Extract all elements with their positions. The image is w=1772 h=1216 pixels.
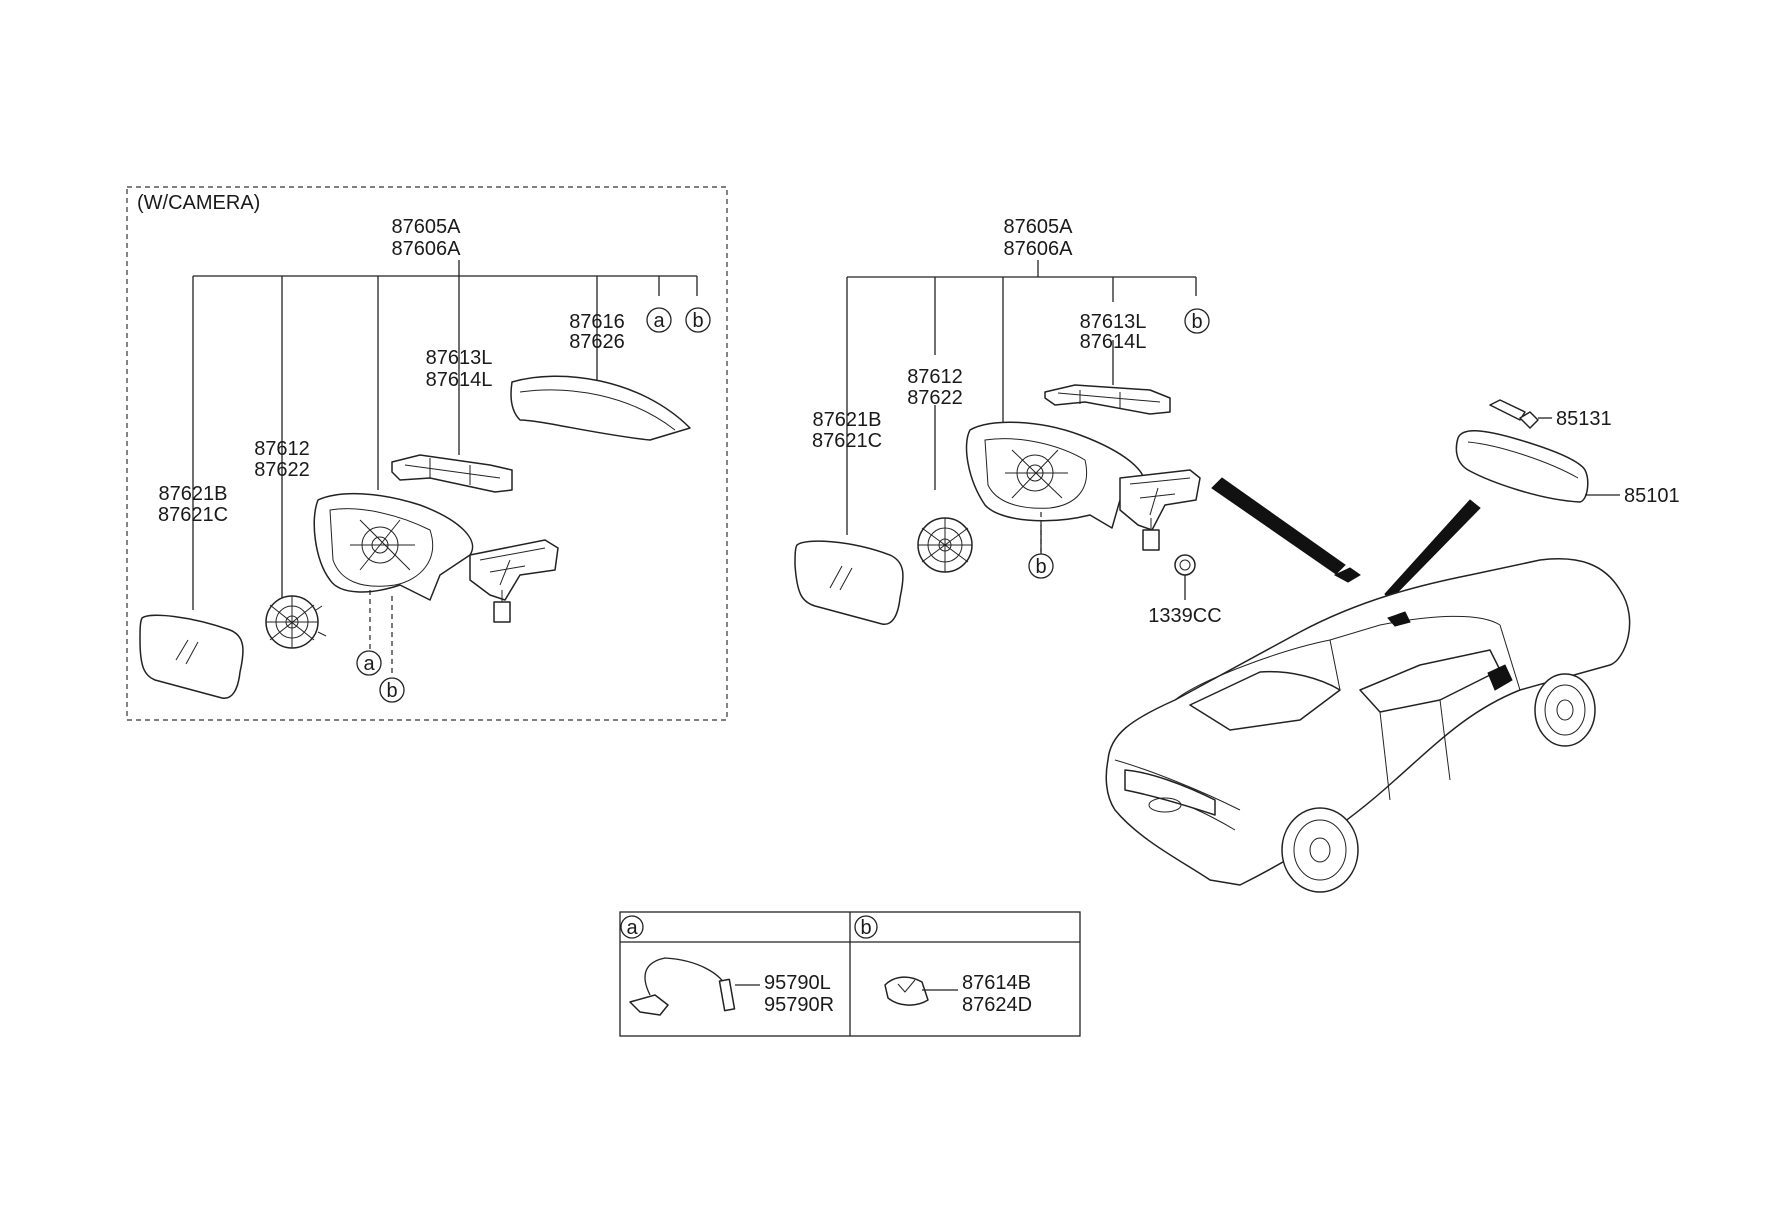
svg-text:a: a	[653, 310, 665, 332]
left-cover-label-1: 87616	[569, 311, 625, 333]
right-lamp-label-1: 87613L	[1080, 311, 1147, 333]
right-actuator-label-2: 87622	[907, 387, 963, 409]
legend-b-part-1: 87614B	[962, 972, 1031, 994]
right-callout-b-top: b	[1184, 308, 1210, 334]
legend-b-clip-part	[884, 976, 929, 1006]
car-door-mirror-highlight	[1487, 664, 1513, 691]
left-actuator-label-2: 87622	[254, 459, 310, 481]
camera-group-border	[126, 186, 728, 721]
door-mirror-pointer	[1211, 477, 1346, 575]
right-glass-label-2: 87621C	[812, 430, 882, 452]
left-connector-part	[493, 601, 511, 623]
car-illustration	[1105, 477, 1631, 893]
right-nut-label: 1339CC	[1148, 605, 1221, 627]
right-callout-b-bottom: b	[1028, 553, 1054, 579]
left-dashed-leaders	[369, 590, 393, 676]
legend-a-part-1: 95790L	[764, 972, 831, 994]
right-mirror-housing-part	[965, 421, 1147, 529]
left-callout-b-bottom: b	[379, 677, 405, 703]
right-nut-part	[1174, 554, 1196, 600]
svg-text:b: b	[1035, 556, 1046, 578]
left-glass-label-2: 87621C	[158, 504, 228, 526]
left-leader-lines	[192, 260, 698, 610]
car-windshield-mirror-highlight	[1333, 567, 1361, 583]
svg-text:b: b	[860, 917, 871, 939]
left-assembly-label-1: 87605A	[392, 216, 462, 238]
right-connector-part	[1142, 529, 1160, 551]
left-assembly-label-2: 87606A	[392, 238, 462, 260]
inside-mirror-cover-label: 85131	[1556, 408, 1612, 430]
left-glass-label-1: 87621B	[159, 483, 228, 505]
left-callout-a-bottom: a	[356, 650, 382, 676]
legend-key-a: a	[620, 915, 644, 939]
left-callout-a-top: a	[646, 307, 672, 333]
car-rear-window	[1189, 670, 1341, 731]
right-side-lamp-part	[1044, 384, 1171, 415]
camera-group: (W/CAMERA) 87605A 87606A a b 87616 87626…	[126, 186, 728, 721]
camera-group-title: (W/CAMERA)	[137, 192, 260, 214]
right-lamp-label-2: 87614L	[1080, 331, 1147, 353]
right-actuator-label-1: 87612	[907, 366, 963, 388]
right-mirror-base-part	[1119, 469, 1201, 531]
svg-text:b: b	[1191, 311, 1202, 333]
left-lamp-label-2: 87614L	[426, 369, 493, 391]
left-lamp-label-1: 87613L	[426, 347, 493, 369]
left-mirror-base-part	[469, 539, 559, 601]
left-mirror-housing-part	[313, 492, 474, 601]
legend-key-b: b	[854, 915, 878, 939]
svg-text:b: b	[692, 310, 703, 332]
left-callout-b-top: b	[685, 307, 711, 333]
inside-mirror-part	[1455, 430, 1589, 503]
right-mirror-glass-part	[794, 540, 904, 625]
left-cover-label-2: 87626	[569, 331, 625, 353]
svg-text:a: a	[626, 917, 638, 939]
right-assembly-label-1: 87605A	[1004, 216, 1074, 238]
right-actuator-part	[917, 517, 973, 573]
left-actuator-part	[265, 595, 327, 649]
inside-mirror-group: 85131 85101	[1455, 399, 1680, 507]
right-assembly-label-2: 87606A	[1004, 238, 1074, 260]
car-rear-wheel	[1281, 807, 1359, 893]
inside-mirror-label: 85101	[1624, 485, 1680, 507]
car-trunk-lid	[1124, 769, 1216, 816]
left-mirror-cover-part	[510, 375, 691, 441]
left-mirror-glass-part	[139, 614, 244, 699]
legend-a-harness-part	[629, 957, 736, 1016]
car-front-wheel	[1534, 673, 1596, 747]
legend-b-part-2: 87624D	[962, 994, 1032, 1016]
right-glass-label-1: 87621B	[813, 409, 882, 431]
svg-text:a: a	[363, 653, 375, 675]
svg-text:b: b	[386, 680, 397, 702]
legend-table: a b 95790L 95790R 87614B 87624D	[619, 911, 1081, 1037]
inside-mirror-cover-part	[1489, 399, 1526, 421]
left-side-lamp-part	[391, 454, 513, 493]
standard-group: 87605A 87606A b 87613L 87614L 87612 8762…	[794, 216, 1222, 627]
legend-a-part-2: 95790R	[764, 994, 834, 1016]
left-actuator-label-1: 87612	[254, 438, 310, 460]
